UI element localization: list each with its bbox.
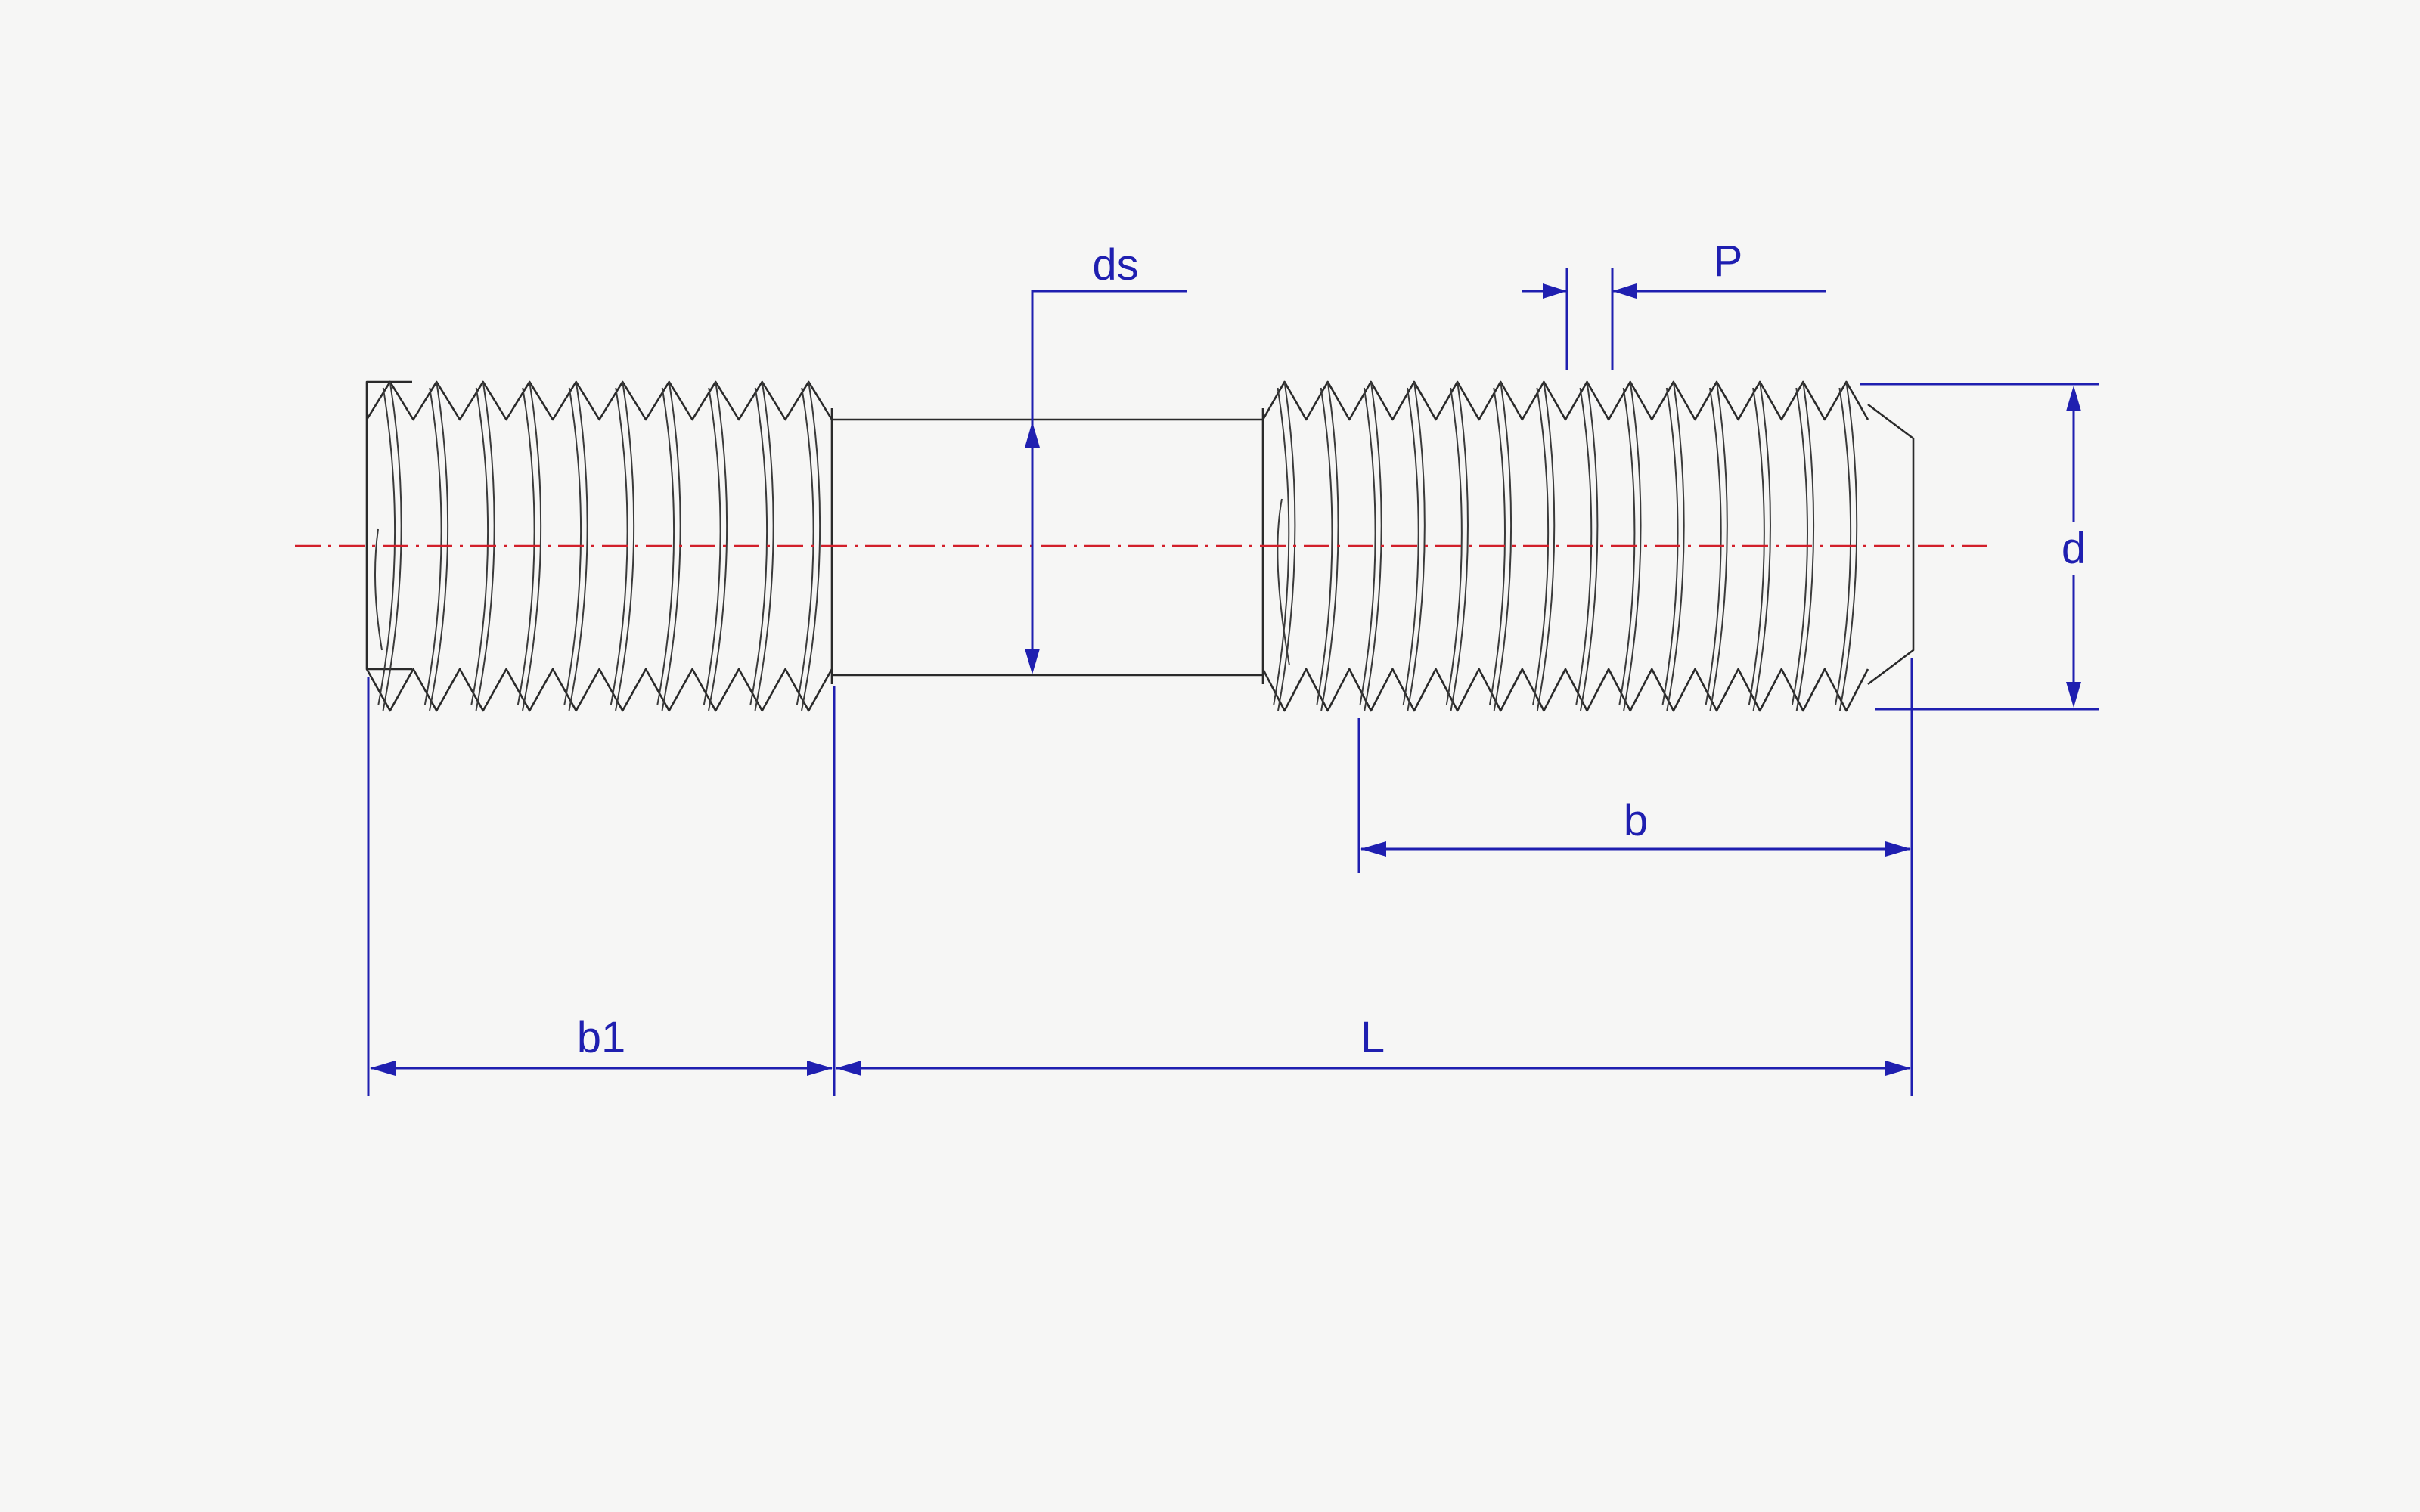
thread-flank-line — [1445, 387, 1463, 705]
thread-flank-line — [1795, 381, 1815, 711]
left-thread-bottom-profile — [365, 668, 833, 712]
pitch-arrow-right — [1612, 284, 1637, 299]
shank-body — [830, 408, 1264, 684]
pitch-arrow-left — [1543, 284, 1567, 299]
thread-flank-line — [754, 381, 774, 711]
d-arrow-top — [2066, 386, 2081, 411]
thread-flank-line — [1359, 387, 1376, 705]
ds-label: ds — [1092, 240, 1138, 290]
thread-flank-line — [708, 381, 728, 711]
thread-flank-line — [1752, 381, 1771, 711]
thread-flank-line — [656, 387, 675, 705]
right-thread-bottom-profile — [1261, 668, 1869, 712]
ds-arrow-top — [1025, 422, 1040, 448]
thread-flank-line — [568, 381, 588, 711]
b1-arrow-left — [370, 1061, 396, 1076]
right-thread-top-profile — [1261, 380, 1869, 421]
thread-flank-line — [1316, 387, 1333, 705]
right-chamfer-curve — [1277, 498, 1290, 666]
thread-flank-line — [1709, 381, 1728, 711]
d-arrow-bottom — [2066, 682, 2081, 708]
thread-flank-line — [522, 381, 542, 711]
l-arrow-left — [836, 1061, 861, 1076]
thread-flank-line — [1838, 381, 1858, 711]
thread-flank-line — [1536, 381, 1556, 711]
right-thread-outline — [1867, 403, 1915, 686]
thread-flank-line — [1407, 381, 1426, 711]
thread-flank-line — [1666, 381, 1685, 711]
thread-flank-line — [801, 381, 821, 711]
left-chamfer-curve — [374, 528, 383, 651]
ds-dimension: ds — [1025, 240, 1187, 674]
thread-flank-line — [1450, 381, 1469, 711]
thread-flank-line — [1273, 387, 1290, 705]
d-label: d — [2062, 524, 2086, 573]
thread-flank-line — [1402, 387, 1419, 705]
d-dimension: d — [1860, 383, 2099, 711]
ds-arrow-bottom — [1025, 649, 1040, 674]
thread-flank-line — [615, 381, 635, 711]
ds-leader-line — [1031, 290, 1187, 431]
b1-arrow-right — [807, 1061, 833, 1076]
thread-flank-line — [1493, 381, 1512, 711]
b1-label: b1 — [577, 1013, 626, 1062]
b-arrow-left — [1360, 841, 1386, 857]
b-dimension: b — [1357, 718, 1911, 873]
pitch-dimension: P — [1522, 237, 1826, 370]
pitch-label: P — [1714, 237, 1743, 286]
b-arrow-right — [1885, 841, 1911, 857]
thread-flank-line — [1623, 381, 1642, 711]
b-label: b — [1624, 796, 1648, 845]
thread-flank-line — [749, 387, 768, 705]
l-label: L — [1360, 1013, 1385, 1062]
l-arrow-right — [1885, 1061, 1911, 1076]
shank — [830, 408, 1264, 684]
thread-flank-line — [1580, 381, 1599, 711]
left-thread-top-profile — [365, 380, 833, 421]
length-dimensions: b1 L — [367, 658, 1913, 1096]
d-label-backing — [2053, 522, 2095, 575]
thread-flank-line — [703, 387, 721, 705]
